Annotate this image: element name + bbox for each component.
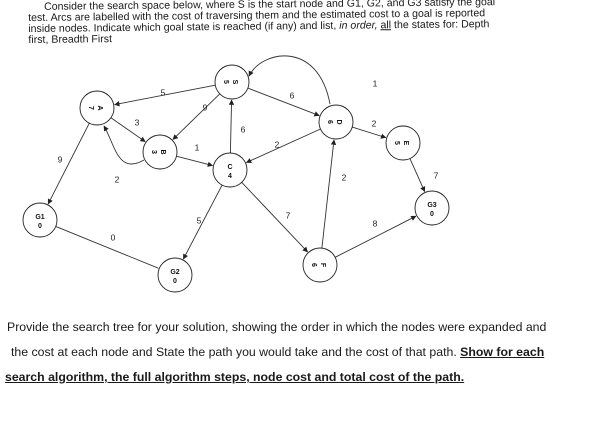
edge-cost-f-d: 2	[342, 172, 347, 182]
edge-s-b	[172, 93, 221, 140]
node-heuristic-a: 7	[87, 106, 94, 110]
node-name-f: F	[319, 263, 326, 268]
node-circle-b	[142, 134, 178, 170]
edge-b-c	[176, 155, 214, 167]
node-circle-a	[79, 90, 115, 126]
edge-cost-d-e: 2	[372, 118, 377, 128]
node-circle-f	[302, 247, 338, 283]
edge-f-g3	[334, 215, 417, 258]
edge-cost-s-a: 5	[161, 87, 166, 97]
node-s: S5	[214, 64, 250, 100]
node-heuristic-f: 6	[310, 263, 317, 267]
edge-cost-c-g2: 5	[197, 215, 202, 225]
node-a: A7	[79, 90, 115, 126]
node-circle-d	[318, 104, 354, 140]
edge-f-d	[321, 139, 337, 249]
edge-b-a	[103, 125, 145, 165]
node-name-s: S	[231, 80, 238, 85]
node-heuristic-g2: 0	[173, 278, 177, 285]
edge-cost-a-b: 3	[135, 117, 140, 127]
node-g3: G30	[414, 190, 450, 226]
question-line-1: Provide the search tree for your solutio…	[7, 320, 547, 334]
edge-cost-e-g3: 7	[434, 170, 439, 180]
node-circle-g2	[157, 257, 193, 293]
node-name-g3: G3	[427, 202, 436, 209]
edge-cost-d-s: 1	[373, 78, 378, 88]
edge-cost-f-g3: 8	[373, 218, 378, 228]
node-heuristic-e: 5	[393, 141, 400, 145]
question-line-3: search algorithm, the full algorithm ste…	[5, 365, 605, 390]
node-heuristic-d: 6	[326, 120, 333, 124]
edge-s-a	[114, 84, 216, 107]
node-g1: G10	[22, 202, 58, 238]
question-line-2: the cost at each node and State the path…	[5, 340, 605, 365]
node-name-d: D	[335, 119, 342, 124]
edge-cost-b-a: 2	[115, 174, 120, 184]
node-name-a: A	[96, 105, 103, 110]
node-heuristic-c: 4	[228, 173, 232, 180]
graph-edges	[47, 55, 426, 269]
edge-cost-g1-g2: 0	[111, 232, 116, 242]
edge-cost-s-d: 6	[290, 90, 295, 100]
node-name-e: E	[402, 141, 409, 146]
edge-c-f	[241, 182, 308, 253]
node-heuristic-g1: 0	[38, 223, 42, 230]
edge-c-g2	[182, 184, 223, 260]
node-heuristic-b: 3	[150, 150, 157, 154]
edge-cost-c-s: 6	[241, 124, 246, 134]
edge-a-g1	[47, 122, 90, 205]
edge-c-s	[228, 99, 235, 154]
edge-cost-b-c: 1	[195, 142, 200, 152]
edge-d-e	[352, 126, 387, 139]
edge-cost-a-g1: 9	[58, 154, 63, 164]
node-name-g1: G1	[35, 214, 44, 221]
node-name-g2: G2	[170, 269, 179, 276]
node-d: D6	[318, 104, 354, 140]
edge-cost-c-f: 7	[286, 210, 291, 220]
node-circle-s	[214, 64, 250, 100]
node-g2: G20	[157, 257, 193, 293]
node-circle-g3	[414, 190, 450, 226]
node-circle-e	[385, 125, 421, 161]
edge-s-d	[247, 87, 320, 117]
edge-a-b	[110, 117, 146, 143]
graph-edge-costs: 5 9 6 1 6 3 2 9 1 2 2 5 7 2 8 7 0	[58, 78, 439, 242]
node-f: F6	[302, 247, 338, 283]
node-circle-c	[212, 152, 248, 188]
edge-d-s	[248, 55, 331, 105]
node-heuristic-s: 5	[222, 80, 229, 84]
edge-d-c	[245, 128, 321, 164]
node-e: E5	[385, 125, 421, 161]
node-circle-g1	[22, 202, 58, 238]
question-text: Provide the search tree for your solutio…	[5, 315, 605, 390]
node-heuristic-g3: 0	[430, 211, 434, 218]
edge-cost-d-c: 2	[275, 139, 280, 149]
edge-cost-s-b: 9	[203, 102, 208, 112]
question-full-steps: search algorithm, the full algorithm ste…	[5, 370, 465, 384]
edge-g1-g2	[55, 225, 159, 269]
question-line-2-text: the cost at each node and State the path…	[11, 345, 461, 359]
question-show-each: Show for each	[460, 345, 545, 359]
node-c: C4	[212, 152, 248, 188]
node-name-b: B	[159, 149, 166, 154]
node-b: B3	[142, 134, 178, 170]
edge-e-g3	[409, 158, 426, 193]
node-name-c: C	[227, 164, 232, 171]
